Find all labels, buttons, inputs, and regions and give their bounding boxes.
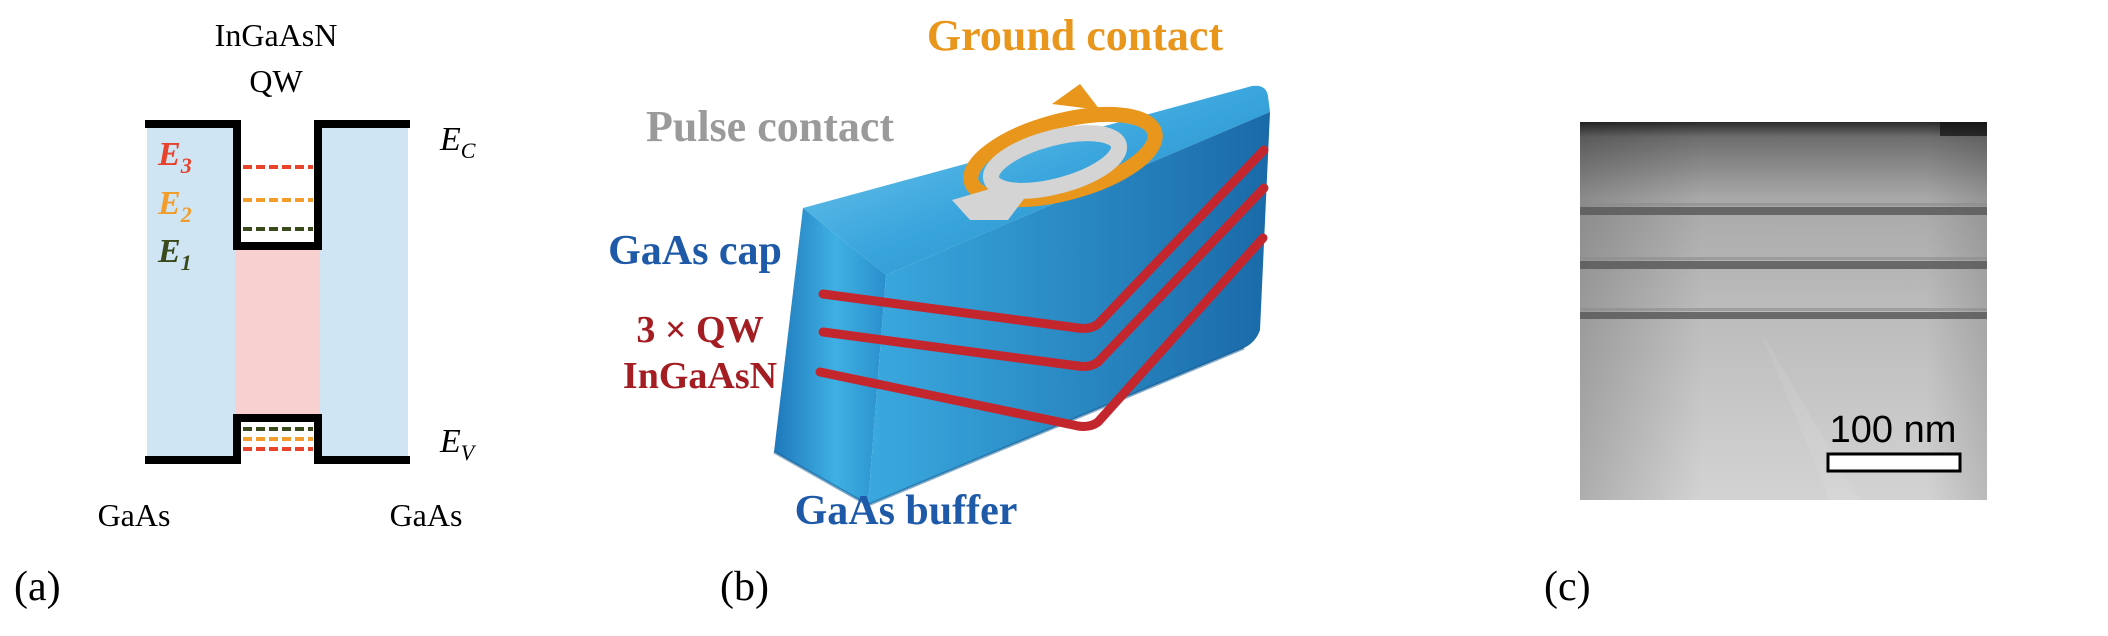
qw-layer-3 [815,233,1268,431]
panel-c-tem-image: 100 nm (c) [1544,122,1987,610]
qw-label-line1: InGaAsN [215,17,338,53]
e3-label: E3 [157,136,192,178]
panel-b-device-schematic: Ground contact Pulse contact GaAs cap 3 … [608,11,1270,610]
e2-label: E2 [157,185,192,227]
right-material-label: GaAs [390,497,463,533]
qw-count-label: 3 × QW [636,309,763,351]
panel-c-label: (c) [1544,564,1591,610]
ev-label: EV [439,423,477,465]
scale-bar-label: 100 nm [1830,409,1957,451]
qw-material-label: InGaAsN [623,355,777,397]
left-barrier-region [147,126,235,460]
panel-a-band-diagram: InGaAsN QW EC EV E3 E2 E1 GaAs GaAs (a) [14,17,477,610]
gaas-buffer-label: GaAs buffer [795,488,1018,534]
panel-a-label: (a) [14,564,61,610]
qw-layer-1 [818,145,1269,333]
tem-qw-line-2 [1580,261,1987,269]
valence-band-edge [145,414,410,464]
ground-contact-label: Ground contact [927,11,1224,60]
ground-contact-shape [963,84,1163,208]
right-barrier-region [320,126,408,460]
qw-layer-2 [818,183,1269,371]
conduction-band-edge [145,120,410,250]
block-front-face [774,208,886,505]
pulse-contact-shape [952,125,1128,220]
scale-bar [1826,452,1962,473]
left-material-label: GaAs [98,497,171,533]
e1-label: E1 [157,233,192,275]
pulse-contact-label: Pulse contact [646,102,894,151]
ec-label: EC [439,121,476,163]
gaas-cap-label: GaAs cap [608,228,782,274]
panel-b-label: (b) [720,564,769,610]
well-region [235,246,320,414]
qw-label-line2: QW [249,63,303,99]
tem-qw-line-3 [1580,312,1987,319]
qw-layers [815,145,1269,431]
tem-qw-line-1 [1580,207,1987,215]
